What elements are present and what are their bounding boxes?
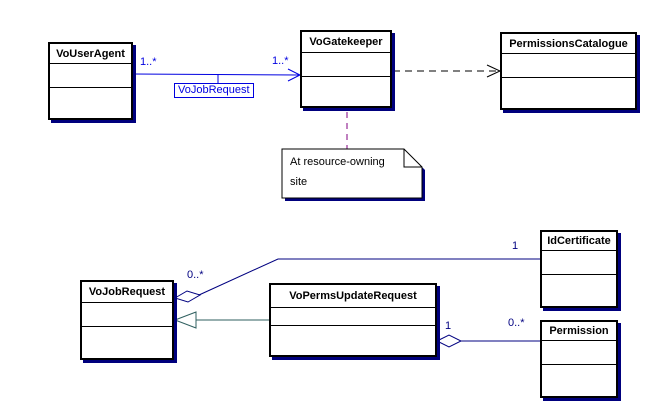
association-name-label: VoJobRequest	[174, 83, 254, 98]
multiplicity-label: 1..*	[272, 55, 289, 67]
class-name: VoJobRequest	[82, 282, 172, 303]
class-name: VoGatekeeper	[302, 32, 390, 53]
attributes-compartment	[502, 54, 635, 78]
open-arrowhead-icon	[486, 64, 502, 78]
association-line	[132, 73, 300, 76]
class-permissionscatalogue[interactable]: PermissionsCatalogue	[500, 32, 637, 110]
aggregation-diamond-icon	[173, 290, 202, 303]
attributes-compartment	[542, 251, 616, 275]
operations-compartment	[542, 365, 616, 396]
attributes-compartment	[542, 341, 616, 365]
operations-compartment	[542, 275, 616, 306]
class-name: Permission	[542, 322, 616, 341]
operations-compartment	[271, 326, 435, 355]
multiplicity-label: 1	[512, 240, 519, 252]
class-vopermsupdaterequest[interactable]: VoPermsUpdateRequest	[269, 283, 437, 357]
multiplicity-label: 1	[445, 320, 452, 332]
multiplicity-label: 0..*	[508, 317, 525, 329]
multiplicity-label: 1..*	[140, 56, 157, 68]
note-text-line: site	[290, 176, 308, 188]
attributes-compartment	[271, 308, 435, 326]
operations-compartment	[302, 77, 390, 106]
operations-compartment	[50, 88, 131, 118]
attributes-compartment	[50, 64, 131, 88]
class-vogatekeeper[interactable]: VoGatekeeper	[300, 30, 392, 108]
class-name: VoUserAgent	[50, 44, 131, 64]
attributes-compartment	[302, 53, 390, 77]
note-text: At resource-owning site	[290, 152, 410, 192]
open-arrowhead-icon	[287, 68, 302, 82]
class-name: PermissionsCatalogue	[502, 34, 635, 54]
class-name: IdCertificate	[542, 232, 616, 251]
generalization-triangle-icon	[173, 311, 197, 329]
class-idcertificate[interactable]: IdCertificate	[540, 230, 618, 308]
class-vouseragent[interactable]: VoUserAgent	[48, 42, 133, 120]
class-vojobrequest[interactable]: VoJobRequest	[80, 280, 174, 360]
operations-compartment	[502, 78, 635, 108]
multiplicity-label: 0..*	[187, 269, 204, 281]
attributes-compartment	[82, 303, 172, 327]
aggregation-diamond-icon	[435, 334, 463, 348]
class-permission[interactable]: Permission	[540, 320, 618, 398]
operations-compartment	[82, 327, 172, 358]
class-name: VoPermsUpdateRequest	[271, 285, 435, 308]
note-text-line: At resource-owning	[290, 156, 385, 168]
